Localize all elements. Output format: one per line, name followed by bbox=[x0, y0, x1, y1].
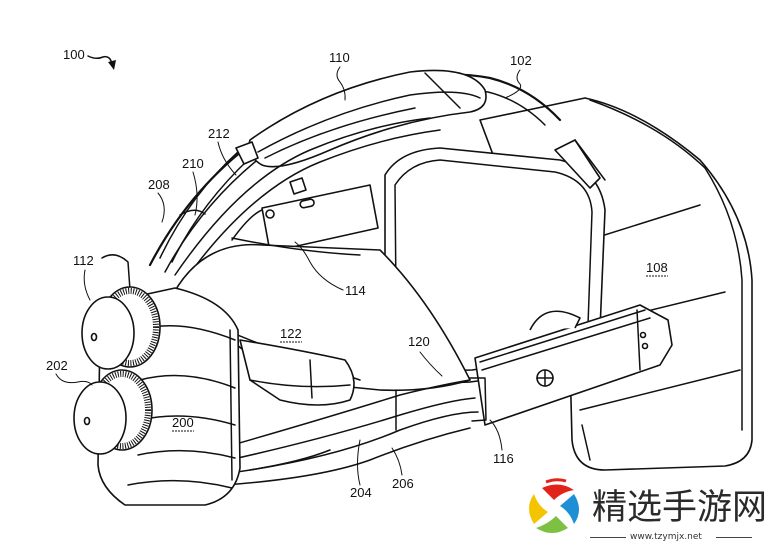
label-208: 208 bbox=[148, 177, 170, 192]
side-hinge bbox=[469, 304, 673, 426]
label-110: 110 bbox=[329, 50, 350, 65]
label-116: 116 bbox=[493, 451, 514, 466]
label-200: 200 bbox=[172, 415, 194, 430]
headband bbox=[148, 69, 562, 281]
arrow-icon bbox=[108, 60, 116, 70]
lower-dial[interactable] bbox=[73, 369, 153, 455]
label-100: 100 bbox=[63, 47, 85, 62]
lower-straps bbox=[214, 379, 479, 486]
label-114: 114 bbox=[345, 283, 366, 298]
label-112: 112 bbox=[73, 253, 94, 268]
display-housing bbox=[384, 97, 753, 471]
reference-labels: 100 110 102 212 210 208 112 114 122 120 … bbox=[46, 47, 668, 500]
side-shell bbox=[169, 237, 471, 406]
upper-dial[interactable] bbox=[81, 286, 161, 370]
label-122: 122 bbox=[280, 326, 302, 341]
watermark-logo bbox=[529, 478, 579, 533]
label-120: 120 bbox=[408, 334, 430, 349]
label-212: 212 bbox=[208, 126, 230, 141]
watermark-site-name: 精选手游网 bbox=[592, 488, 768, 528]
label-102: 102 bbox=[510, 53, 532, 68]
label-206: 206 bbox=[392, 476, 414, 491]
watermark-divider-left bbox=[590, 537, 626, 538]
label-202: 202 bbox=[46, 358, 68, 373]
label-204: 204 bbox=[350, 485, 372, 500]
watermark-url: www.tzymjx.net bbox=[630, 532, 702, 542]
label-108: 108 bbox=[646, 260, 668, 275]
arm-connector bbox=[231, 184, 379, 253]
watermark-divider-right bbox=[716, 537, 752, 538]
label-210: 210 bbox=[182, 156, 204, 171]
